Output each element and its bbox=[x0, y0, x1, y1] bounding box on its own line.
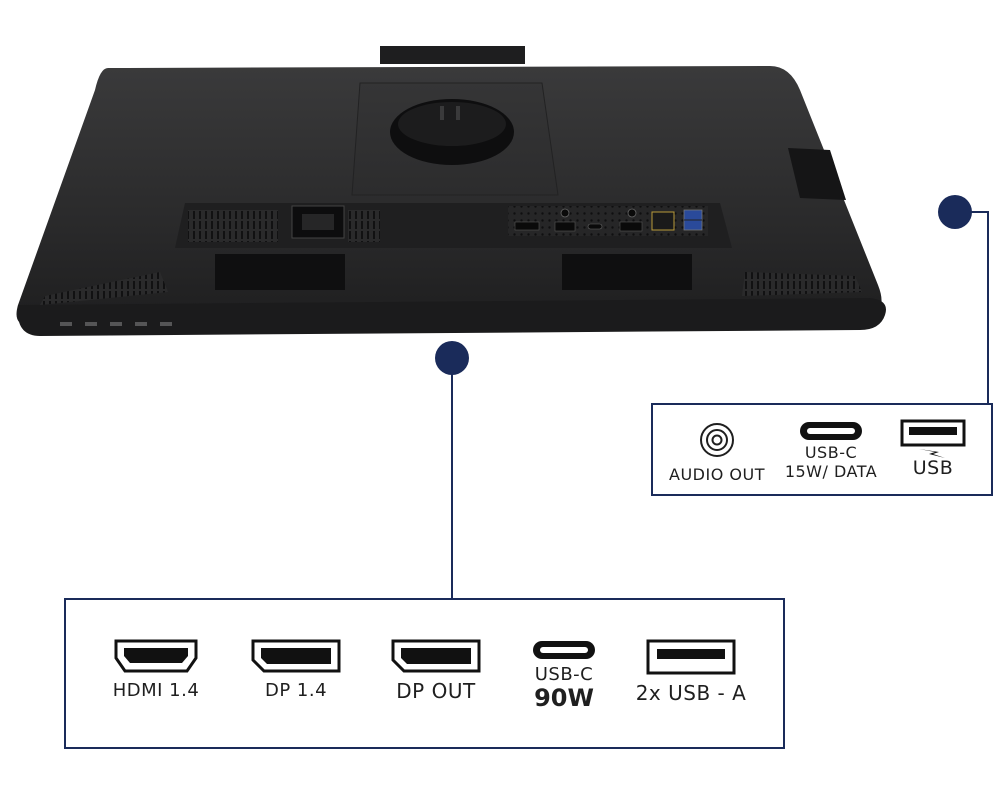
port-power-rating: 90W bbox=[534, 684, 594, 712]
right-vent bbox=[348, 210, 380, 242]
hdmi-icon bbox=[114, 639, 198, 673]
port-label: AUDIO OUT bbox=[669, 465, 765, 484]
usb-c-port bbox=[587, 223, 603, 230]
port-sublabel: 15W/ DATA bbox=[784, 462, 878, 481]
port-usb-c-power: USB-C 90W bbox=[516, 638, 612, 710]
usb-c-icon bbox=[800, 422, 862, 440]
usb-a-icon bbox=[646, 639, 736, 675]
front-buttons bbox=[60, 322, 172, 326]
port-label: USB-C bbox=[534, 664, 594, 685]
monitor-bottom-edge bbox=[17, 298, 886, 336]
left-vent bbox=[188, 210, 278, 242]
dp-in-port bbox=[554, 221, 576, 232]
port-usb-charging: USB bbox=[891, 419, 975, 478]
ethernet-port bbox=[651, 211, 675, 231]
port-label: DP 1.4 bbox=[264, 680, 328, 701]
audio-port bbox=[560, 208, 570, 218]
side-ports-callout: AUDIO OUT USB-C 15W/ DATA USB bbox=[651, 403, 993, 496]
dp-out-port bbox=[619, 221, 643, 232]
left-grill bbox=[40, 272, 168, 305]
lower-recess-left bbox=[215, 254, 345, 290]
port-dp-in: DP 1.4 bbox=[236, 638, 356, 702]
side-port-bay bbox=[788, 148, 846, 200]
port-strip bbox=[508, 206, 708, 236]
displayport-out-icon bbox=[391, 639, 481, 673]
port-label: USB-C bbox=[804, 443, 858, 462]
audio-jack-icon bbox=[700, 423, 734, 457]
port-usb-c-data: USB-C 15W/ DATA bbox=[773, 419, 889, 481]
port-label: USB bbox=[912, 457, 954, 479]
right-grill bbox=[742, 272, 862, 296]
usb-a-charging-icon bbox=[900, 419, 966, 458]
port-hdmi: HDMI 1.4 bbox=[86, 638, 226, 702]
lower-recess-right bbox=[562, 254, 692, 290]
port-dp-out: DP OUT bbox=[371, 638, 501, 702]
usb-c-icon bbox=[533, 641, 595, 659]
port-label: DP OUT bbox=[396, 679, 476, 703]
port-audio-out: AUDIO OUT bbox=[653, 421, 781, 484]
top-clip bbox=[380, 46, 525, 64]
displayport-icon bbox=[251, 639, 341, 673]
port-label: 2x USB - A bbox=[635, 681, 747, 705]
bottom-callout-dot bbox=[435, 341, 469, 375]
port-label: HDMI 1.4 bbox=[112, 680, 200, 701]
port-usb-a: 2x USB - A bbox=[621, 638, 761, 704]
side-callout-dot bbox=[938, 195, 972, 229]
hdmi-port bbox=[514, 221, 540, 231]
bottom-ports-callout: HDMI 1.4 DP 1.4 DP OUT USB-C 90W 2x USB … bbox=[64, 598, 785, 749]
side-leader-line bbox=[955, 211, 989, 403]
